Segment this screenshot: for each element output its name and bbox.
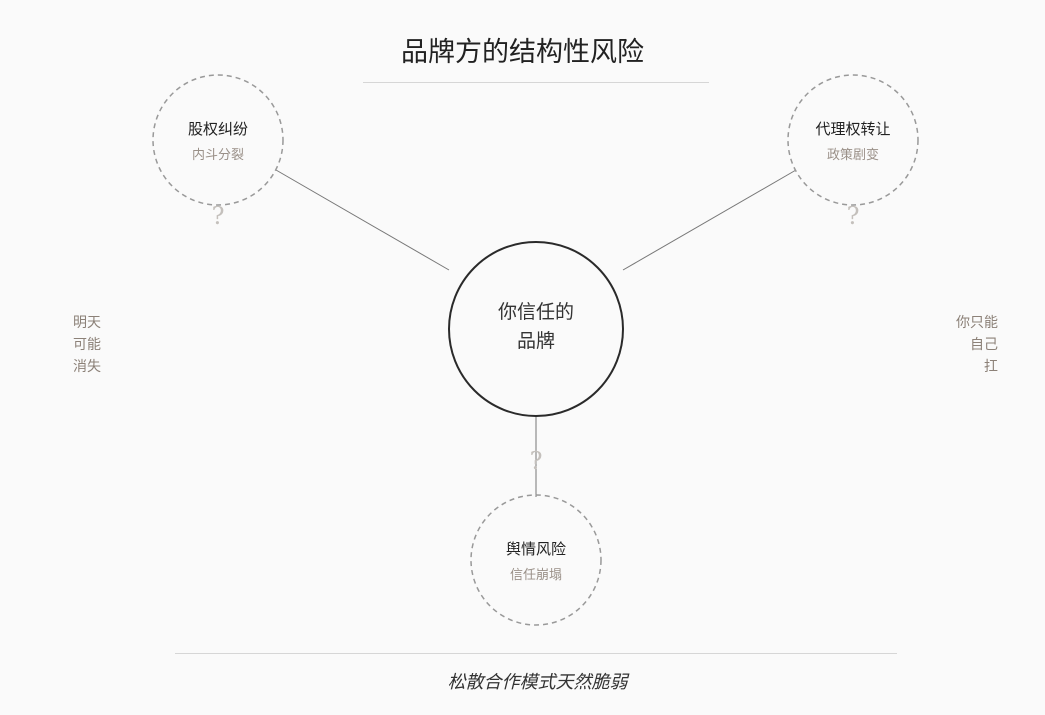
left-side-text: 明天 可能 消失 (73, 312, 101, 378)
title-divider (363, 82, 709, 83)
left-text-line: 消失 (73, 359, 101, 375)
center-label-line1: 你信任的 (497, 301, 574, 323)
page-title: 品牌方的结构性风险 (401, 37, 644, 68)
right-text-line: 自己 (970, 337, 998, 353)
center-label: 你信任的 品牌 (466, 298, 606, 356)
left-text-line: 明天 (73, 315, 101, 331)
node-subtitle: 信任崩塌 (509, 568, 562, 583)
node-subtitle: 内斗分裂 (191, 148, 244, 163)
question-mark-icon: ? (211, 202, 225, 230)
question-mark-icon: ? (846, 202, 860, 230)
connector-top-right (622, 169, 797, 271)
node-title: 股权纠纷 (187, 120, 248, 138)
node-title: 舆情风险 (505, 540, 566, 558)
node-title: 代理权转让 (815, 120, 891, 138)
question-mark-icon: ? (529, 447, 543, 475)
footer-divider (175, 653, 897, 654)
right-side-text: 你只能 自己 扛 (956, 312, 998, 378)
right-text-line: 你只能 (956, 315, 998, 331)
node-equity: 股权纠纷 内斗分裂 (148, 118, 288, 163)
node-agency: 代理权转让 政策剧变 (783, 118, 923, 163)
node-subtitle: 政策剧变 (826, 148, 879, 163)
center-label-line2: 品牌 (516, 330, 555, 352)
node-opinion: 舆情风险 信任崩塌 (466, 538, 606, 583)
risk-circle-agency (787, 74, 919, 206)
left-text-line: 可能 (73, 337, 101, 353)
footer-caption: 松散合作模式天然脆弱 (447, 672, 628, 693)
right-text-line: 扛 (984, 359, 998, 375)
connector-top-left (275, 169, 450, 271)
risk-circle-equity (152, 74, 284, 206)
center-circle (448, 241, 624, 417)
risk-circle-opinion (470, 494, 602, 626)
